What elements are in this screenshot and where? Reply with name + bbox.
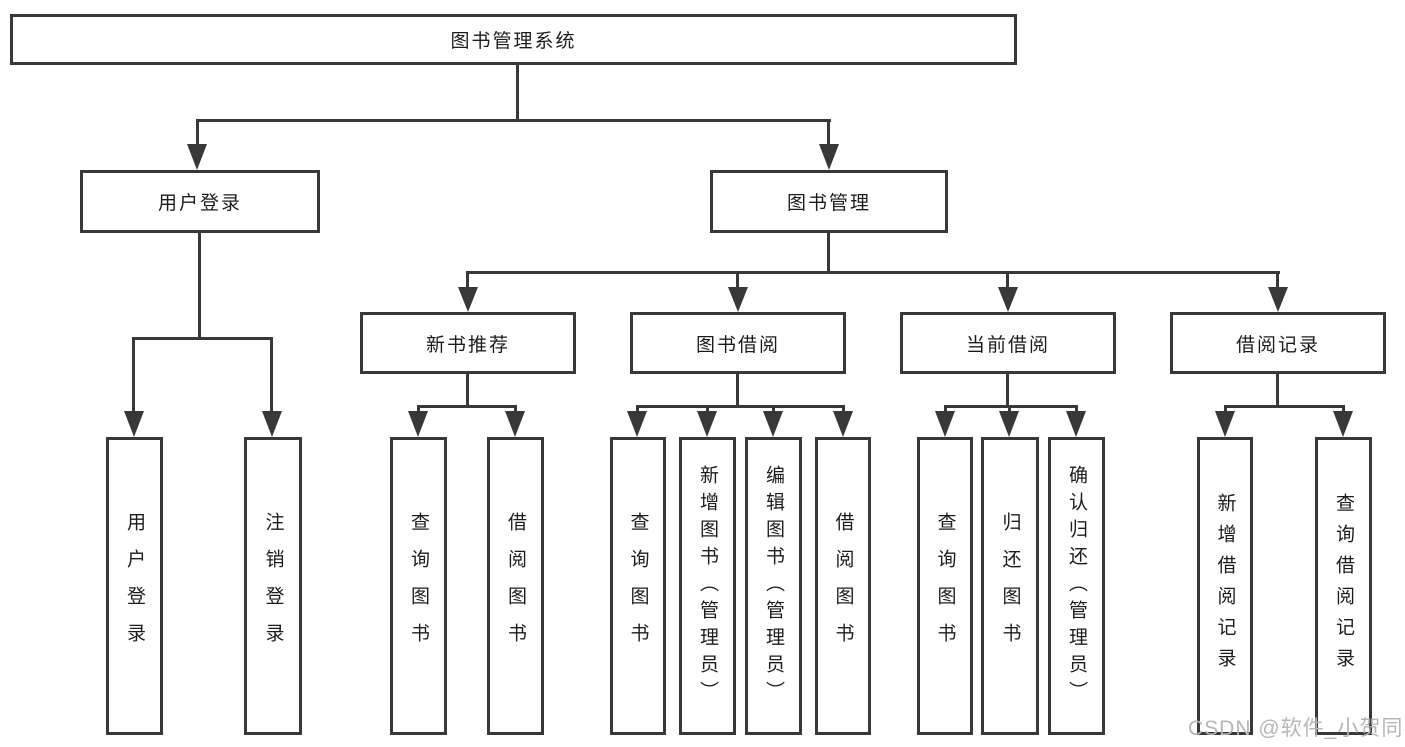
- connector-level2-bar: [196, 119, 831, 122]
- arrowhead-user-login: [187, 144, 207, 170]
- leaf-borrow-books-borrowing-label: 借阅图书: [832, 512, 854, 660]
- leaf-edit-book-admin: 编辑图书（管理员）: [745, 437, 802, 735]
- node-current-borrowing-label: 当前借阅: [965, 334, 1050, 356]
- connector-drop-leaf-user-login: [132, 337, 135, 414]
- connector-current-stem: [1006, 374, 1009, 407]
- leaf-query-books-borrowing-label: 查询图书: [627, 512, 649, 660]
- node-borrowing-records: 借阅记录: [1170, 312, 1386, 374]
- connector-user-login-stem: [198, 233, 201, 339]
- arrowhead-query-books-current: [935, 411, 955, 437]
- connector-drop-query-books-recommend: [417, 405, 420, 415]
- connector-drop-leaf-logout: [270, 337, 273, 414]
- node-book-management: 图书管理: [710, 170, 948, 233]
- leaf-borrow-books-borrowing: 借阅图书: [815, 437, 871, 735]
- leaf-query-books-current-label: 查询图书: [934, 512, 956, 660]
- leaf-query-books-current: 查询图书: [917, 437, 973, 735]
- arrowhead-borrow-books-recommend: [505, 411, 525, 437]
- connector-root-stem: [516, 65, 519, 122]
- leaf-query-books-recommend-label: 查询图书: [408, 512, 429, 660]
- leaf-confirm-return-admin: 确认归还（管理员）: [1048, 437, 1105, 735]
- node-book-borrowing-label: 图书借阅: [695, 334, 780, 356]
- node-user-login-label: 用户登录: [157, 193, 242, 214]
- connector-level3-bar: [466, 271, 1280, 274]
- connector-current-bar: [944, 405, 1078, 408]
- connector-user-login-bar: [132, 337, 273, 340]
- arrowhead-edit-book-admin: [763, 411, 783, 437]
- arrowhead-book-borrowing: [728, 287, 748, 312]
- leaf-edit-book-admin-label: 编辑图书（管理员）: [763, 464, 784, 708]
- arrowhead-confirm-return-admin: [1066, 411, 1086, 437]
- node-borrowing-records-label: 借阅记录: [1235, 334, 1320, 356]
- connector-drop-user-login: [196, 119, 199, 148]
- leaf-query-borrow-record: 查询借阅记录: [1315, 437, 1372, 735]
- leaf-logout: 注销登录: [244, 437, 302, 735]
- node-root-label: 图书管理系统: [450, 31, 577, 52]
- connector-drop-book-management: [827, 119, 830, 148]
- arrowhead-query-books-borrowing: [627, 411, 647, 437]
- arrowhead-current-borrowing: [998, 287, 1018, 312]
- leaf-return-books-label: 归还图书: [999, 512, 1021, 660]
- leaf-confirm-return-admin-label: 确认归还（管理员）: [1066, 464, 1087, 708]
- connector-drop-new-book-recommendation: [466, 271, 469, 290]
- arrowhead-add-book-admin: [697, 411, 717, 437]
- leaf-add-book-admin-label: 新增图书（管理员）: [697, 464, 718, 708]
- leaf-user-login: 用户登录: [106, 437, 163, 735]
- connector-borrowing-stem: [736, 374, 739, 407]
- leaf-add-book-admin: 新增图书（管理员）: [679, 437, 736, 735]
- connector-drop-add-borrow-record: [1224, 405, 1227, 415]
- node-user-login: 用户登录: [80, 170, 320, 233]
- arrowhead-new-book-recommendation: [458, 287, 478, 312]
- leaf-logout-label: 注销登录: [262, 512, 284, 660]
- connector-drop-return-books: [1008, 405, 1011, 415]
- arrowhead-leaf-user-login: [124, 411, 144, 437]
- connector-drop-edit-book-admin: [772, 405, 775, 415]
- arrowhead-add-borrow-record: [1215, 411, 1235, 437]
- node-root-library-management-system: 图书管理系统: [10, 14, 1017, 65]
- connector-drop-query-books-borrowing: [636, 405, 639, 415]
- arrowhead-query-books-recommend: [408, 411, 428, 437]
- node-new-book-recommendation: 新书推荐: [360, 312, 576, 374]
- connector-drop-confirm-return-admin: [1075, 405, 1078, 415]
- arrowhead-query-borrow-record: [1333, 411, 1353, 437]
- leaf-borrow-books-recommend: 借阅图书: [487, 437, 544, 735]
- arrowhead-borrow-books-borrowing: [833, 411, 853, 437]
- connector-drop-add-book-admin: [706, 405, 709, 415]
- leaf-return-books: 归还图书: [981, 437, 1039, 735]
- leaf-query-books-borrowing: 查询图书: [610, 437, 666, 735]
- connector-drop-query-books-current: [944, 405, 947, 415]
- node-book-borrowing: 图书借阅: [630, 312, 846, 374]
- connector-drop-borrowing-records: [1276, 271, 1279, 290]
- leaf-borrow-books-recommend-label: 借阅图书: [505, 512, 526, 660]
- leaf-user-login-label: 用户登录: [124, 512, 145, 660]
- leaf-query-books-recommend: 查询图书: [390, 437, 447, 735]
- arrowhead-return-books: [999, 411, 1019, 437]
- node-current-borrowing: 当前借阅: [900, 312, 1116, 374]
- connector-drop-borrow-books-recommend: [514, 405, 517, 415]
- connector-drop-borrow-books-borrowing: [842, 405, 845, 415]
- leaf-add-borrow-record-label: 新增借阅记录: [1214, 493, 1236, 679]
- connector-recommend-bar: [417, 405, 517, 408]
- connector-drop-book-borrowing: [736, 271, 739, 290]
- arrowhead-leaf-logout: [262, 411, 282, 437]
- csdn-watermark: CSDN @软件_小贺同学: [1188, 717, 1405, 740]
- node-book-management-label: 图书管理: [786, 193, 871, 214]
- leaf-query-borrow-record-label: 查询借阅记录: [1333, 493, 1354, 679]
- connector-borrowing-bar: [636, 405, 845, 408]
- node-new-book-recommendation-label: 新书推荐: [425, 334, 510, 356]
- connector-records-stem: [1276, 374, 1279, 407]
- arrowhead-book-management: [819, 144, 839, 170]
- connector-drop-current-borrowing: [1006, 271, 1009, 290]
- connector-book-management-stem: [827, 233, 830, 274]
- connector-records-bar: [1224, 405, 1344, 408]
- connector-recommend-stem: [466, 374, 469, 407]
- arrowhead-borrowing-records: [1268, 287, 1288, 312]
- connector-drop-query-borrow-record: [1342, 405, 1345, 415]
- leaf-add-borrow-record: 新增借阅记录: [1197, 437, 1253, 735]
